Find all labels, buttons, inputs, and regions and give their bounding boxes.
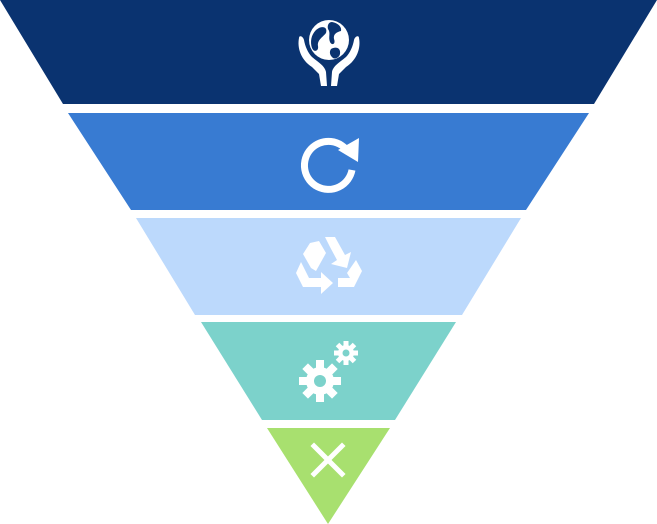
tier-3	[136, 218, 521, 315]
tier-1	[0, 0, 657, 104]
tier-3-band	[136, 218, 521, 315]
tier-2	[68, 113, 589, 210]
recycle-icon	[296, 237, 362, 294]
tier-4	[201, 322, 456, 420]
gears-icon	[299, 341, 358, 402]
close-x-icon	[310, 442, 346, 478]
globe-in-hands-icon	[298, 20, 360, 86]
tier-5	[267, 428, 390, 524]
tier-2-band	[68, 113, 589, 210]
refresh-arrow-icon	[301, 137, 359, 193]
tier-5-band	[267, 428, 390, 524]
